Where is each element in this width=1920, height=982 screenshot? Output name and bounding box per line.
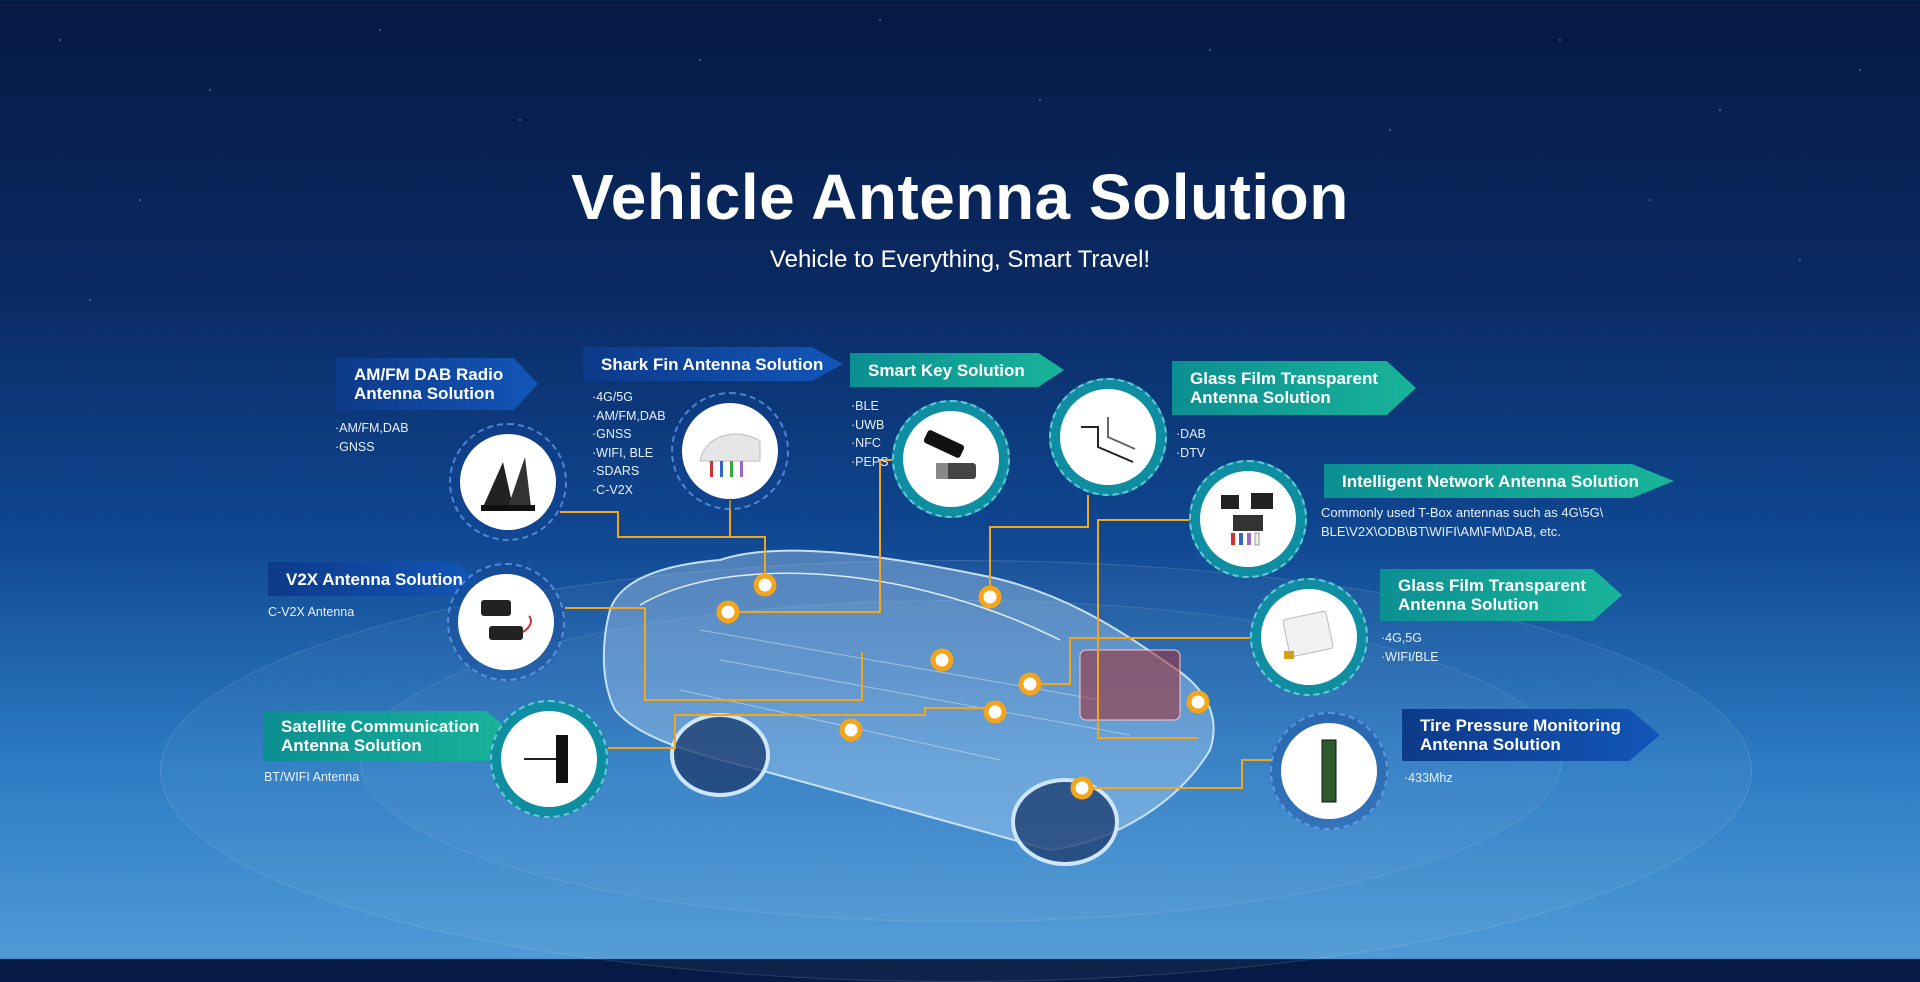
line-v2x — [565, 607, 863, 701]
bullet: ·DTV — [1176, 445, 1206, 460]
node-shark — [753, 573, 777, 597]
amfm-bullets: ·AM/FM,DAB ·GNSS — [335, 419, 409, 456]
banner-tire-line1: Tire Pressure Monitoring — [1420, 716, 1621, 735]
car-body — [602, 549, 1215, 852]
product-image-shark — [671, 392, 789, 510]
line-smartkey — [728, 459, 900, 613]
product-image-glass1 — [1049, 378, 1167, 496]
connection-points — [716, 573, 1210, 800]
bullet: ·BLE — [851, 399, 879, 413]
v2x-bullets: C-V2X Antenna — [268, 603, 354, 622]
glass2-bullets: ·4G,5G ·WIFI/BLE — [1381, 629, 1439, 666]
car-wireframe — [602, 549, 1215, 866]
banner-shark: Shark Fin Antenna Solution — [583, 347, 843, 381]
tire-bullets: ·433Mhz — [1404, 769, 1453, 788]
bullet: ·PEPS — [851, 454, 889, 469]
glass-film-sheet-icon — [1282, 610, 1334, 659]
bullet: ·433Mhz — [1404, 771, 1453, 785]
product-image-amfm — [449, 423, 567, 541]
satellite-antenna-icon — [524, 735, 568, 783]
node-glass1 — [930, 648, 954, 672]
bullet: C-V2X Antenna — [268, 605, 355, 619]
tire-pressure-antenna-icon — [1321, 739, 1337, 803]
product-image-satellite — [490, 700, 608, 818]
product-image-v2x — [447, 563, 565, 681]
bullet: ·C-V2X — [592, 482, 633, 497]
node-glass2 — [1018, 672, 1042, 696]
diagram-canvas — [560, 459, 1272, 866]
banner-intelligent: Intelligent Network Antenna Solution — [1324, 464, 1674, 498]
product-image-intelligent — [1189, 460, 1307, 578]
line-amfm — [560, 511, 766, 585]
banner-glass2: Glass Film Transparent Antenna Solution — [1380, 569, 1622, 621]
line-glass1 — [989, 495, 1089, 597]
banner-amfm-line1: AM/FM DAB Radio — [354, 365, 504, 384]
banner-glass2-line2: Antenna Solution — [1398, 595, 1539, 614]
bullet: ·NFC — [851, 436, 881, 450]
banner-glass1: Glass Film Transparent Antenna Solution — [1172, 361, 1416, 415]
banner-v2x: V2X Antenna Solution — [268, 562, 478, 596]
banner-satellite: Satellite Communication Antenna Solution — [263, 711, 517, 761]
bullet: ·GNSS — [335, 439, 375, 454]
banner-smartkey: Smart Key Solution — [850, 353, 1064, 387]
car-wheel-rear — [670, 713, 770, 797]
car-wheel-front — [1011, 778, 1119, 866]
banner-satellite-line1: Satellite Communication — [281, 717, 480, 736]
bullet: ·AM/FM,DAB — [335, 421, 409, 435]
line-intelligent — [1097, 519, 1198, 739]
node-satellite — [839, 718, 863, 742]
node-intelligent — [1186, 690, 1210, 714]
bullet: ·GNSS — [592, 427, 632, 441]
product-image-tire — [1270, 712, 1388, 830]
glass-film-antenna-icon — [1081, 417, 1136, 463]
banner-satellite-line2: Antenna Solution — [281, 736, 422, 755]
car-engine — [1079, 649, 1181, 721]
smart-key-module-icon — [923, 430, 976, 479]
shark-fin-module-icon — [699, 433, 761, 477]
note-line2: BLE\V2X\ODB\BT\WIFI\AM\FM\DAB, etc. — [1321, 524, 1561, 539]
banner-glass1-line1: Glass Film Transparent — [1190, 369, 1379, 388]
bullet: ·SDARS — [592, 464, 640, 478]
banner-smartkey-label: Smart Key Solution — [868, 360, 1025, 380]
banner-v2x-label: V2X Antenna Solution — [286, 569, 463, 589]
shark-fin-antenna-icon — [481, 457, 535, 511]
banner-glass1-line2: Antenna Solution — [1190, 388, 1331, 407]
tbox-antenna-icon — [1221, 493, 1273, 546]
node-amfm — [716, 600, 740, 624]
page-subtitle: Vehicle to Everything, Smart Travel! — [769, 246, 1151, 273]
banner-intelligent-label: Intelligent Network Antenna Solution — [1342, 471, 1639, 491]
shark-bullets: ·4G/5G ·AM/FM,DAB ·GNSS ·WIFI, BLE ·SDAR… — [592, 388, 666, 499]
node-tire — [1070, 776, 1094, 800]
product-image-glass2 — [1250, 578, 1368, 696]
node-center — [983, 700, 1007, 724]
bullet: ·4G/5G — [592, 390, 633, 404]
bullet: ·AM/FM,DAB — [592, 408, 666, 423]
bullet: ·DAB — [1176, 427, 1206, 441]
satellite-bullets: BT/WIFI Antenna — [264, 768, 359, 787]
bullet: ·UWB — [851, 417, 885, 432]
banner-tire-line2: Antenna Solution — [1420, 735, 1561, 754]
smartkey-bullets: ·BLE ·UWB ·NFC ·PEPS — [851, 397, 889, 471]
page-title: Vehicle Antenna Solution — [571, 161, 1349, 233]
bullet: BT/WIFI Antenna — [264, 770, 360, 784]
line-glass2 — [1030, 637, 1255, 685]
v2x-antenna-icon — [481, 600, 532, 640]
product-image-smartkey — [892, 400, 1010, 518]
car-roofline — [639, 572, 1061, 641]
banner-amfm: AM/FM DAB Radio Antenna Solution — [336, 358, 538, 410]
bullet: ·WIFI/BLE — [1381, 649, 1439, 664]
glass1-bullets: ·DAB ·DTV — [1176, 425, 1206, 462]
line-tire — [1082, 759, 1272, 789]
note-line1: Commonly used T-Box antennas such as 4G\… — [1321, 505, 1604, 520]
bullet: ·WIFI, BLE — [592, 445, 654, 460]
node-smartkey — [978, 585, 1002, 609]
banner-glass2-line1: Glass Film Transparent — [1398, 576, 1587, 595]
banner-amfm-line2: Antenna Solution — [354, 384, 495, 403]
bullet: ·4G,5G — [1381, 631, 1422, 645]
banner-shark-label: Shark Fin Antenna Solution — [601, 354, 824, 374]
banner-tire: Tire Pressure Monitoring Antenna Solutio… — [1402, 709, 1660, 761]
intelligent-note: Commonly used T-Box antennas such as 4G\… — [1321, 503, 1603, 541]
